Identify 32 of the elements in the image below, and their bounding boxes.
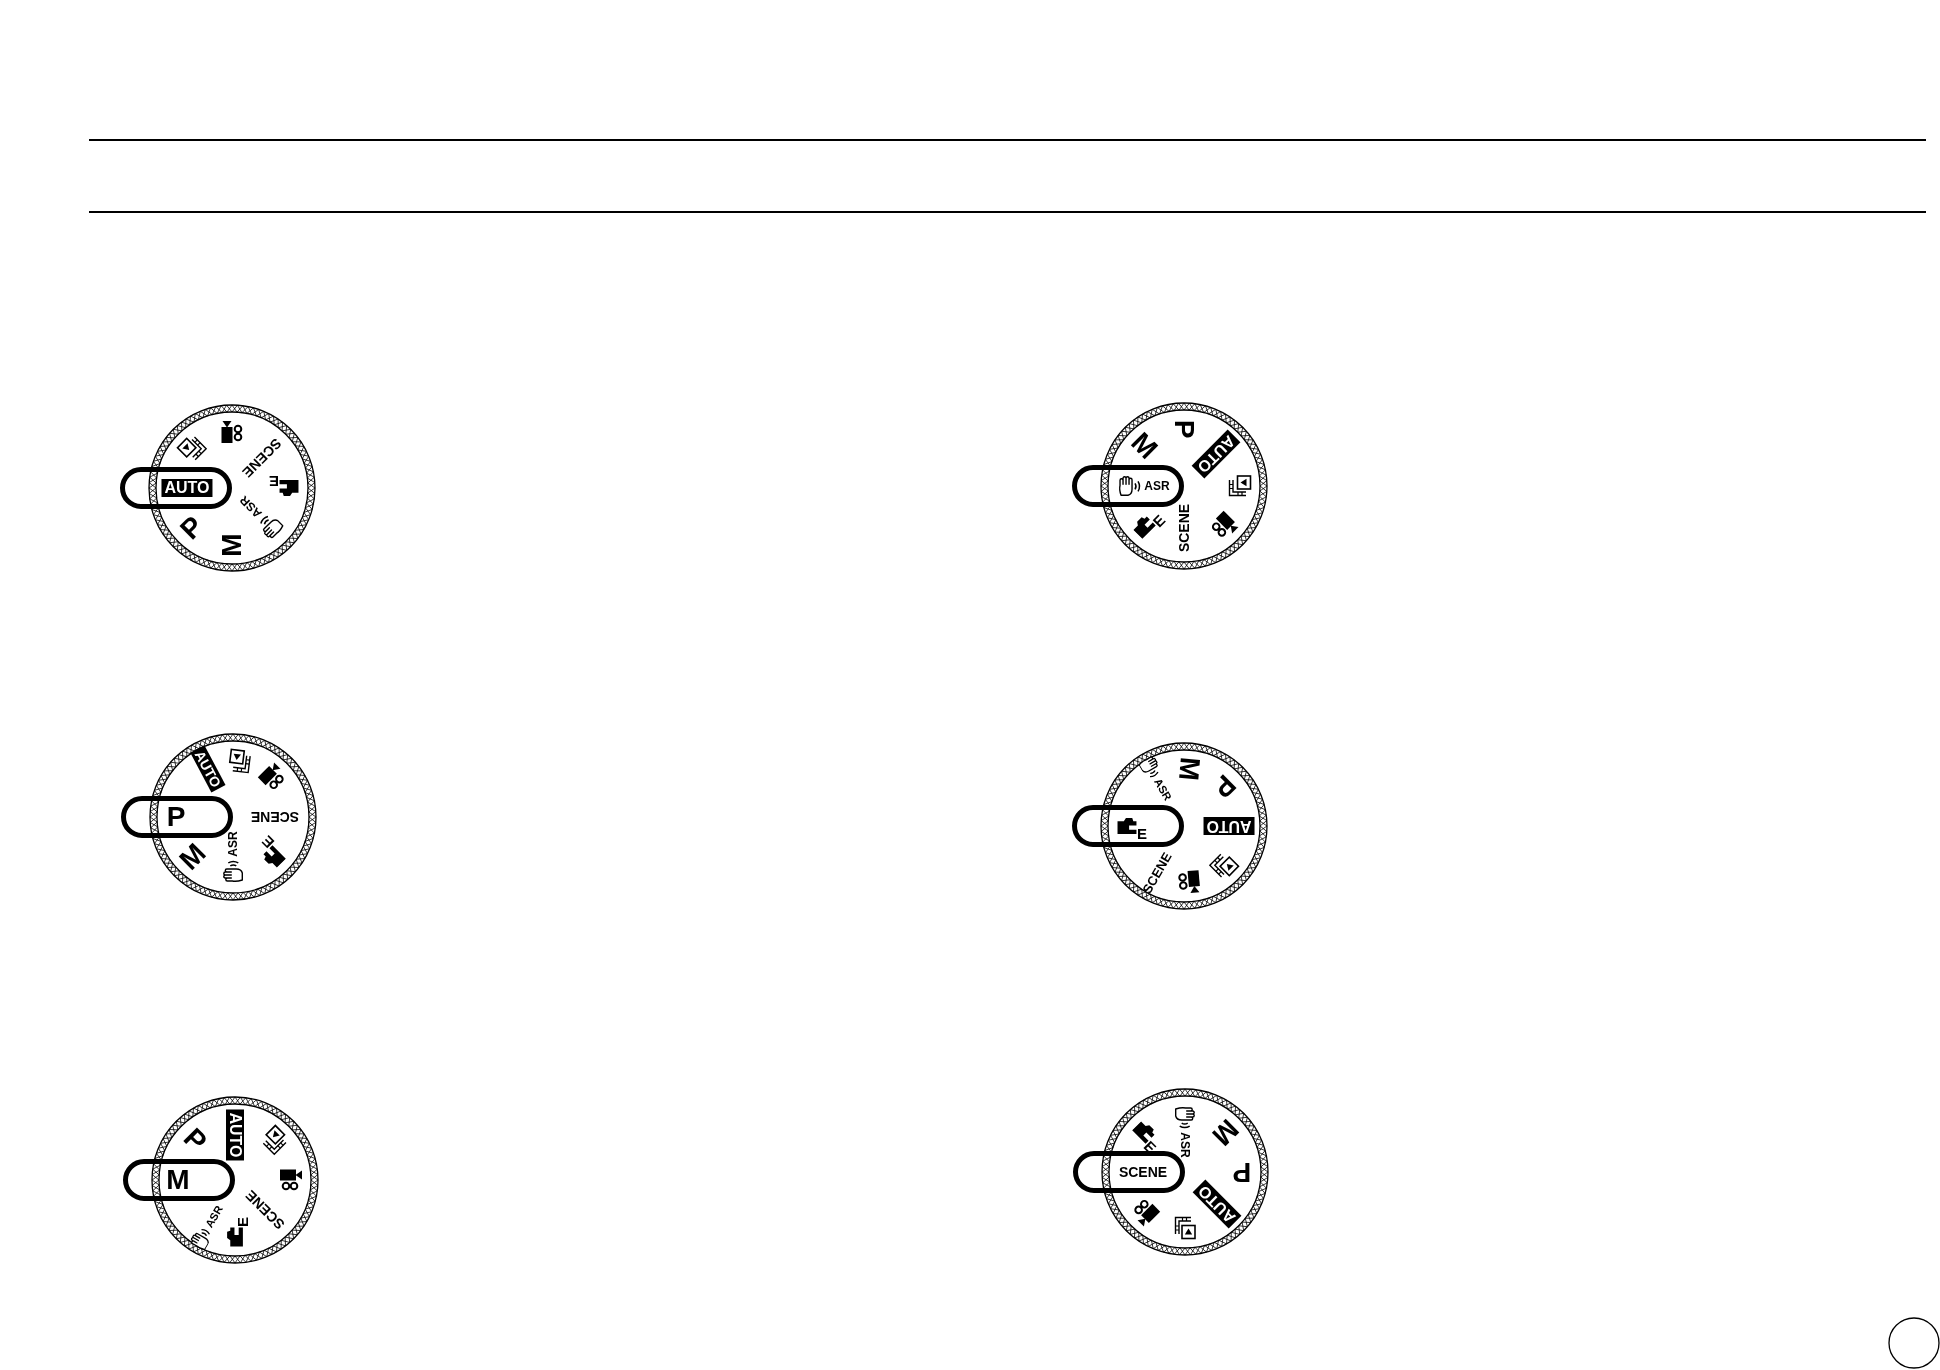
mode-label: P bbox=[166, 803, 186, 831]
mode-label: ASR bbox=[1144, 480, 1170, 492]
mode-dial bbox=[1101, 1088, 1269, 1256]
mode-label: P bbox=[175, 511, 209, 545]
mode-label: P bbox=[178, 1123, 212, 1157]
mode-label: ASR bbox=[1179, 1132, 1191, 1158]
mode-dial bbox=[151, 1096, 319, 1264]
mode-label: E bbox=[1150, 511, 1169, 530]
selection-outline bbox=[1072, 805, 1184, 847]
mode-label: M bbox=[174, 839, 211, 876]
mode-label: E bbox=[269, 473, 279, 489]
mode-label: P bbox=[1207, 769, 1241, 803]
mode-label: SCENE bbox=[1177, 503, 1191, 553]
mode-label: E bbox=[258, 832, 277, 851]
mode-label: E bbox=[1137, 825, 1147, 841]
mode-label: M bbox=[166, 1166, 190, 1194]
mode-label: M bbox=[1125, 427, 1162, 464]
mode-dial bbox=[148, 404, 316, 572]
mode-label: SCENE bbox=[250, 810, 300, 824]
mode-label: ASR bbox=[227, 831, 239, 857]
mode-label: SCENE bbox=[1118, 1165, 1168, 1179]
selection-outline bbox=[123, 1159, 235, 1201]
mode-label: M bbox=[218, 533, 246, 557]
mode-label: M bbox=[1207, 1113, 1244, 1150]
mode-dial bbox=[149, 733, 317, 901]
mode-label: AUTO bbox=[226, 1109, 244, 1161]
mode-label: AUTO bbox=[1203, 817, 1255, 835]
mode-label: M bbox=[1174, 756, 1204, 783]
mode-dial bbox=[1100, 402, 1268, 570]
selection-outline bbox=[120, 467, 232, 509]
mode-label: AUTO bbox=[161, 479, 213, 497]
mode-dial bbox=[1100, 742, 1268, 910]
